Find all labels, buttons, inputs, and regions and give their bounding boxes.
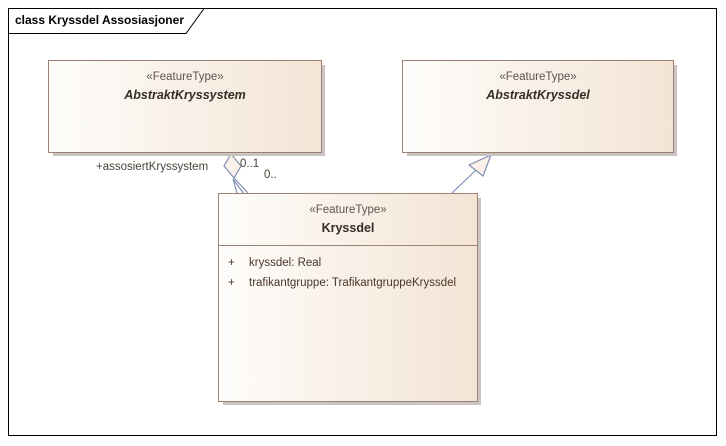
stereotype-label: «FeatureType» — [499, 71, 577, 83]
class-header: «FeatureType» AbstraktKryssdel — [403, 61, 673, 104]
aggregation-target-multiplicity: 0..1 — [240, 158, 260, 170]
aggregation-source-multiplicity: 0.. — [264, 169, 277, 181]
class-header: «FeatureType» Kryssdel — [219, 194, 477, 237]
aggregation-role-label: +assosiertKryssystem — [96, 161, 209, 173]
stereotype-label: «FeatureType» — [309, 204, 387, 216]
attribute-text: trafikantgruppe: TrafikantgruppeKryssdel — [249, 277, 457, 289]
class-name: Kryssdel — [321, 221, 375, 235]
class-name: AbstraktKryssystem — [124, 88, 246, 102]
class-abstraktkryssystem[interactable]: «FeatureType» AbstraktKryssystem — [48, 60, 322, 153]
diagram-title: class Kryssdel Assosiasjoner — [15, 13, 184, 27]
class-name: AbstraktKryssdel — [486, 88, 590, 102]
attribute-row: + trafikantgruppe: TrafikantgruppeKryssd… — [228, 273, 477, 293]
attribute-section: + kryssdel: Real + trafikantgruppe: Traf… — [219, 245, 477, 293]
class-header: «FeatureType» AbstraktKryssystem — [49, 61, 321, 104]
attribute-visibility: + — [228, 257, 235, 269]
class-abstraktkryssdel[interactable]: «FeatureType» AbstraktKryssdel — [402, 60, 674, 153]
attribute-visibility: + — [228, 277, 235, 289]
attribute-text: kryssdel: Real — [249, 257, 322, 269]
attribute-row: + kryssdel: Real — [228, 253, 477, 273]
class-kryssdel[interactable]: «FeatureType» Kryssdel + kryssdel: Real … — [218, 193, 478, 402]
stereotype-label: «FeatureType» — [146, 71, 224, 83]
